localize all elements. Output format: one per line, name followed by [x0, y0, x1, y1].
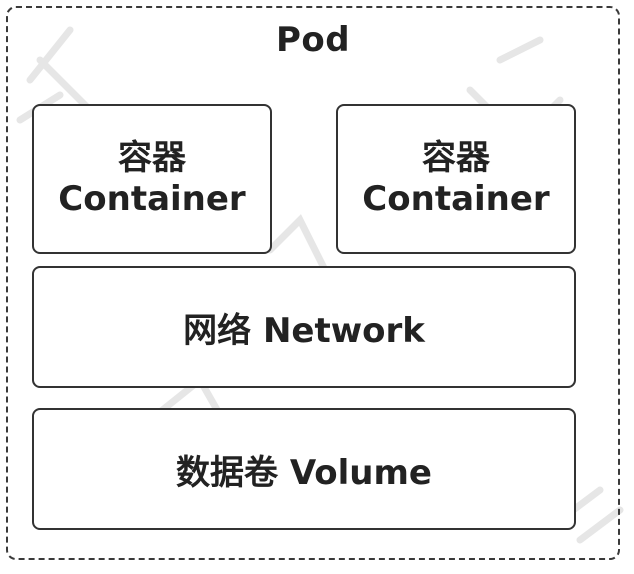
pod-boundary: Pod: [6, 6, 620, 560]
container-label-en: Container: [362, 179, 550, 219]
container-label-en: Container: [58, 179, 246, 219]
volume-label: 数据卷 Volume: [176, 452, 432, 493]
container-label-cn: 容器: [422, 138, 490, 179]
container-label-cn: 容器: [118, 138, 186, 179]
volume-box: 数据卷 Volume: [32, 408, 576, 530]
pod-title: Pod: [275, 20, 351, 60]
network-box: 网络 Network: [32, 266, 576, 388]
container-box-2: 容器 Container: [336, 104, 576, 254]
network-label: 网络 Network: [183, 310, 425, 351]
container-box-1: 容器 Container: [32, 104, 272, 254]
